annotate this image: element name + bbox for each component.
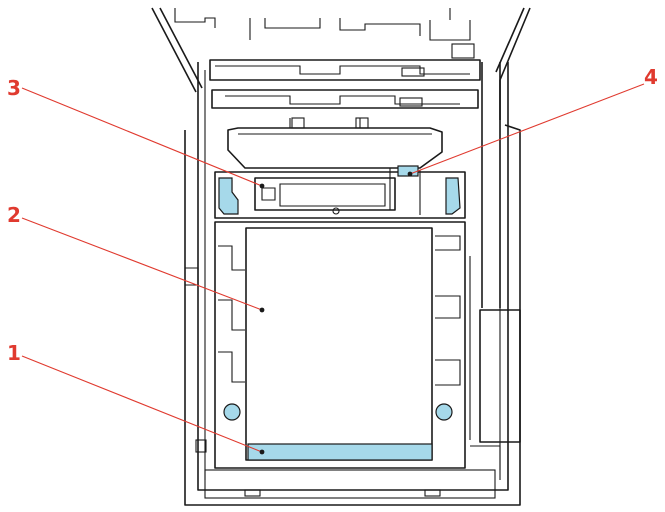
lower-left-foot — [195, 439, 207, 453]
callout-1: 1 — [7, 341, 265, 455]
callout-4: 4 — [407, 65, 658, 177]
right-latch-highlight — [445, 177, 461, 215]
top-cover — [151, 7, 531, 120]
cartridge-area — [214, 168, 466, 219]
upper-frame — [209, 59, 481, 109]
callout-2: 2 — [7, 203, 265, 313]
leader-dot-1 — [259, 449, 265, 455]
leader-dot-3 — [259, 183, 265, 189]
right-side-panel — [469, 62, 521, 470]
leader-line-2 — [21, 217, 263, 311]
leader-dot-2 — [259, 307, 265, 313]
belt-bottom-strip-highlight — [247, 443, 433, 461]
fuser-unit — [227, 117, 443, 169]
belt-unit — [214, 221, 466, 469]
leader-line-4 — [409, 83, 645, 175]
leader-dot-4 — [407, 171, 413, 177]
leader-line-1 — [21, 355, 263, 453]
callout-label-3: 3 — [7, 76, 21, 100]
right-belt-knob-highlight — [435, 403, 453, 421]
callout-label-4: 4 — [644, 65, 658, 89]
left-belt-knob-highlight — [223, 403, 241, 421]
callout-3: 3 — [7, 76, 265, 189]
leader-line-3 — [21, 87, 263, 187]
left-latch-highlight — [218, 177, 239, 215]
callout-label-2: 2 — [7, 203, 21, 227]
callout-label-1: 1 — [7, 341, 21, 365]
